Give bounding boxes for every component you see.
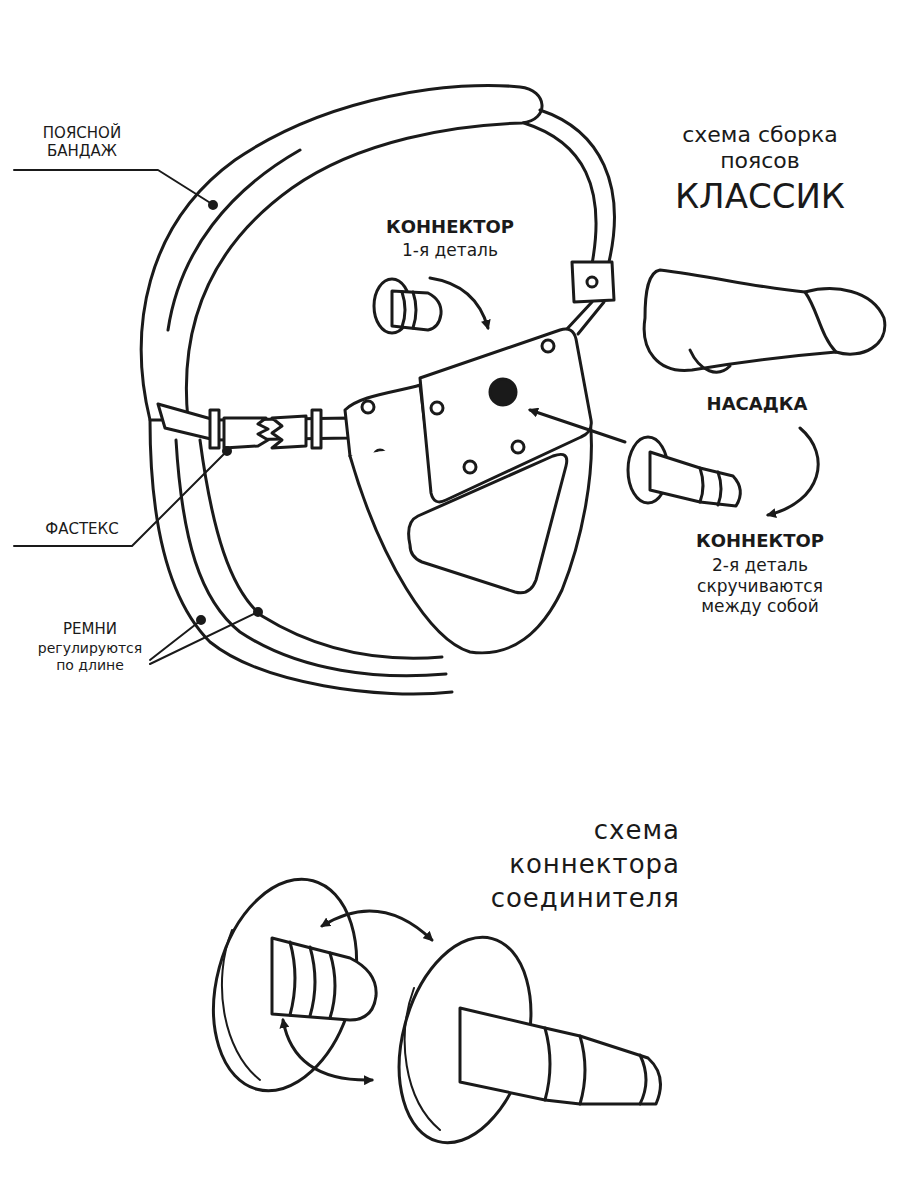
part-label: КОННЕКТОР bbox=[365, 216, 535, 238]
connector-pin bbox=[290, 942, 295, 1015]
connector-part-1 bbox=[413, 292, 416, 328]
connector-pin bbox=[272, 938, 376, 1020]
leader-line bbox=[223, 447, 231, 455]
waist-band bbox=[524, 123, 596, 264]
assembly-arrow bbox=[768, 428, 818, 515]
assembly-arrow bbox=[530, 410, 625, 442]
right-buckle bbox=[572, 262, 614, 302]
fastex-strap bbox=[312, 410, 321, 448]
part-label: РЕМНИ bbox=[35, 620, 145, 638]
connector-part-2 bbox=[628, 437, 740, 506]
connector-cone bbox=[460, 1008, 661, 1104]
right-buckle bbox=[578, 302, 604, 334]
connector-part-1 bbox=[374, 279, 441, 333]
connector-disc bbox=[405, 988, 440, 1130]
connector-disc bbox=[222, 930, 260, 1080]
leader-line bbox=[14, 170, 212, 204]
waist-band bbox=[168, 150, 300, 330]
connector-cone bbox=[640, 1055, 646, 1104]
diagram-title: схема сборка поясов bbox=[660, 122, 860, 175]
front-pouch bbox=[512, 441, 524, 453]
part-label: НАСАДКА bbox=[677, 393, 837, 415]
attachment-shape bbox=[690, 350, 730, 372]
part-label: КОННЕКТОР bbox=[675, 530, 845, 552]
side-plate bbox=[362, 401, 374, 413]
connector-cone bbox=[460, 1008, 661, 1104]
part-label: ПОЯСНОЙ БАНДАЖ bbox=[22, 124, 142, 160]
connector-cone bbox=[545, 1028, 550, 1100]
diagram-subtitle: схема коннектора соединителя bbox=[455, 814, 680, 915]
part-label: ФАСТЕКС bbox=[27, 520, 137, 538]
leader-line bbox=[209, 201, 217, 209]
attachment-shape bbox=[644, 270, 885, 370]
leader-line bbox=[197, 616, 205, 624]
connector-disc bbox=[191, 863, 378, 1107]
leader-line bbox=[150, 621, 200, 660]
twist-arrow bbox=[322, 911, 432, 940]
part-note: регулируются по длине bbox=[31, 640, 149, 674]
connector-cone bbox=[580, 1036, 585, 1104]
connector-disc bbox=[191, 863, 378, 1107]
leader-line bbox=[254, 608, 262, 616]
connector-part-1 bbox=[402, 292, 405, 327]
front-pouch bbox=[350, 329, 591, 653]
fastex-strap bbox=[272, 416, 306, 448]
front-pouch bbox=[490, 379, 516, 405]
connector-pin bbox=[310, 947, 315, 1016]
right-buckle bbox=[566, 302, 592, 330]
connector-part-2 bbox=[650, 452, 740, 506]
connector-part-2 bbox=[718, 472, 721, 505]
connector-part-1 bbox=[392, 291, 441, 330]
leader-line bbox=[14, 452, 226, 546]
attachment-shape bbox=[805, 292, 836, 352]
twist-arrow bbox=[283, 1020, 372, 1080]
assembly-arrow bbox=[430, 278, 488, 328]
right-buckle bbox=[587, 277, 597, 287]
attachment-shape bbox=[644, 270, 885, 372]
front-pouch bbox=[420, 329, 591, 502]
right-buckle bbox=[566, 262, 614, 334]
diagram-title: КЛАССИК bbox=[650, 176, 870, 217]
front-pouch bbox=[431, 402, 443, 414]
leader-line bbox=[14, 170, 262, 664]
front-pouch bbox=[464, 461, 476, 473]
part-note: 2-я деталь скручиваются между собой bbox=[678, 555, 843, 617]
fastex-strap bbox=[224, 418, 268, 448]
connector-pin bbox=[272, 938, 376, 1020]
front-pouch bbox=[542, 340, 554, 352]
fastex-strap bbox=[210, 410, 219, 448]
part-note: 1-я деталь bbox=[365, 240, 535, 260]
leader-line bbox=[150, 613, 256, 664]
connector-pin bbox=[330, 953, 335, 1018]
connector-part-2 bbox=[700, 468, 703, 502]
fastex-strap bbox=[158, 404, 350, 448]
